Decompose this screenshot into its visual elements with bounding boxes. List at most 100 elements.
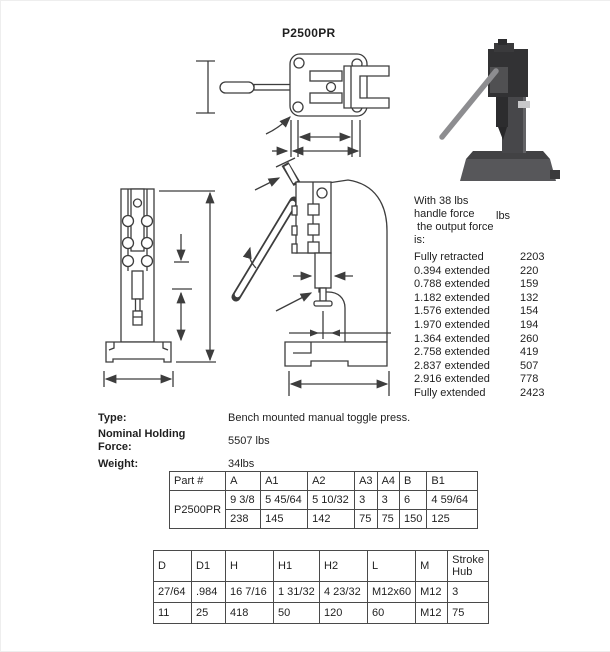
photo-press-handle (439, 68, 499, 140)
force-row: Fully extended 2423 (414, 387, 610, 401)
table-header-cell: D (153, 550, 192, 582)
bottom-dimension-lines (272, 120, 361, 157)
table-cell: 125 (426, 509, 479, 529)
table-cell: 145 (260, 509, 309, 529)
front-ram (131, 270, 144, 326)
table-header-cell: M (415, 550, 449, 582)
table-cell: 4 23/32 (319, 581, 368, 603)
force-value: 507 (520, 359, 539, 372)
force-row: 2.837 extended 507 (414, 359, 610, 373)
force-value: 419 (520, 346, 539, 359)
table-cell: 5 45/64 (260, 490, 309, 510)
table-row: 11 25 418 50 120 60 M12 75 (153, 602, 489, 624)
front-dimension-lines (103, 190, 216, 387)
table-header-cell: A3 (354, 471, 378, 491)
force-unit-label: lbs (496, 210, 511, 222)
table-cell: 25 (191, 602, 226, 624)
force-extension-label: 2.837 extended (414, 359, 490, 372)
table-cell: 75 (376, 509, 401, 529)
table-header-cell: A2 (307, 471, 356, 491)
table-header-cell: A4 (376, 471, 401, 491)
force-value: 132 (520, 291, 539, 304)
force-extension-label: Fully extended (414, 386, 486, 399)
force-intro-line: the output force (414, 220, 494, 233)
rotation-arrow (242, 246, 257, 269)
table-cell: 27/64 (153, 581, 192, 603)
photo-press-base (460, 151, 560, 181)
table-header-cell: B (399, 471, 428, 491)
force-row: 1.182 extended 132 (414, 291, 610, 305)
table-cell: 11 (153, 602, 192, 624)
table-header-row: Part # A A1 A2 A3 A4 B B1 (168, 471, 479, 491)
table-cell: 5 10/32 (307, 490, 356, 510)
table-cell: 75 (447, 602, 489, 624)
table-cell: 75 (354, 509, 378, 529)
force-extension-label: 1.576 extended (414, 305, 490, 318)
table-cell: 50 (273, 602, 320, 624)
page-title: P2500PR (282, 26, 336, 40)
table-cell: M12 (415, 581, 449, 603)
leader-arrow-handle (254, 177, 281, 191)
force-extension-label: 2.758 extended (414, 346, 490, 359)
photo-press-head (488, 39, 528, 97)
product-photo (439, 39, 560, 181)
press-body-top-view (289, 53, 390, 117)
output-force-block: With 38 lbs handle force the output forc… (414, 195, 610, 400)
force-value: 260 (520, 332, 539, 345)
spec-summary: Type: Bench mounted manual toggle press.… (98, 412, 528, 471)
side-head (291, 181, 332, 254)
force-row: 1.576 extended 154 (414, 305, 610, 319)
force-value: 2203 (520, 250, 545, 263)
table-cell: 4 59/64 (426, 490, 479, 510)
force-intro-line: With 38 lbs (414, 195, 469, 207)
table-header-row: D D1 H H1 H2 L M Stroke Hub (153, 550, 489, 582)
photo-press-ram (496, 97, 508, 140)
side-view-drawing (231, 157, 391, 396)
leader-arrow-hole (265, 116, 291, 135)
front-base (105, 341, 172, 363)
force-row: Fully retracted 2203 (414, 251, 610, 265)
force-extension-label: 2.916 extended (414, 373, 490, 386)
table-cell: 16 7/16 (225, 581, 274, 603)
force-extension-label: Fully retracted (414, 250, 484, 263)
side-dimension-lines (288, 329, 391, 396)
table-header-cell: Stroke Hub (447, 550, 489, 582)
table-row: 238 145 142 75 75 150 125 (170, 509, 479, 529)
spec-row-holding-force: Nominal Holding Force: 5507 lbs (98, 428, 528, 454)
leader-arrow-punch (275, 292, 313, 312)
weight-value: 34lbs (228, 458, 255, 470)
table-cell: 150 (399, 509, 428, 529)
table-cell: 418 (225, 602, 274, 624)
part-number-cell: P2500PR (168, 490, 227, 529)
table-cell: 60 (366, 602, 417, 624)
side-ram (275, 252, 353, 339)
table-header-cell: D1 (191, 550, 226, 582)
force-extension-label: 1.182 extended (414, 291, 490, 304)
table-cell: 9 3/8 (225, 490, 262, 510)
table-cell: 120 (319, 602, 368, 624)
table-header-cell: Part # (168, 471, 227, 491)
table-cell: 3 (447, 581, 489, 603)
force-value: 154 (520, 305, 539, 318)
table-header-cell: L (366, 550, 417, 582)
table-cell: 142 (307, 509, 356, 529)
table-row: P2500PR 9 3/8 5 45/64 5 10/32 3 3 6 4 59… (168, 490, 479, 529)
table-header-cell: A (225, 471, 262, 491)
force-value: 778 (520, 373, 539, 386)
force-row: 2.758 extended 419 (414, 346, 610, 360)
force-extension-label: 0.394 extended (414, 264, 490, 277)
force-extension-label: 0.788 extended (414, 278, 490, 291)
force-value: 2423 (520, 386, 545, 399)
spec-row-type: Type: Bench mounted manual toggle press. (98, 412, 528, 425)
dimension-table-1: Part # A A1 A2 A3 A4 B B1 P2500PR 9 3/8 … (168, 471, 479, 529)
table-cell: M12x60 (366, 581, 417, 603)
force-row: 2.916 extended 778 (414, 373, 610, 387)
holding-force-label: Nominal Holding Force: (98, 428, 186, 453)
table-row: 27/64 .984 16 7/16 1 31/32 4 23/32 M12x6… (153, 581, 489, 603)
